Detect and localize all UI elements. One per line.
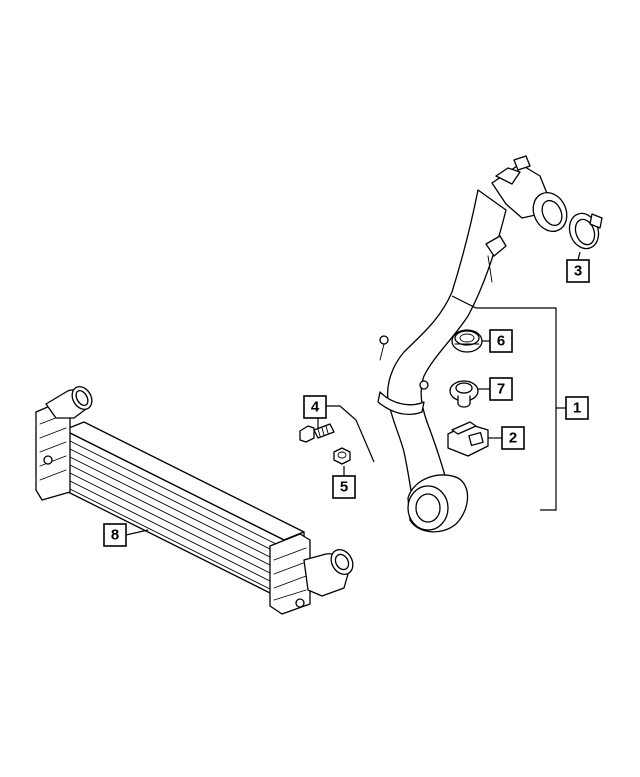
callout-6-label: 6: [497, 333, 505, 350]
sensor: [447, 421, 489, 457]
callout-2: 2: [501, 426, 525, 450]
leader-4: [326, 405, 375, 463]
leader-3: [577, 251, 581, 261]
hose-clamp: [568, 212, 603, 250]
leader-8: [125, 529, 149, 536]
bolt: [299, 423, 335, 443]
callout-3-label: 3: [574, 263, 582, 280]
callout-6: 6: [489, 329, 513, 353]
callout-8: 8: [103, 523, 127, 547]
leader-lines: [125, 251, 581, 536]
callout-1: 1: [565, 396, 589, 420]
callout-3: 3: [566, 259, 590, 283]
callout-4: 4: [303, 395, 327, 419]
charge-air-duct: [377, 155, 568, 533]
callout-1-label: 1: [573, 400, 581, 417]
callout-2-label: 2: [509, 430, 517, 447]
callout-4-label: 4: [311, 399, 320, 416]
callout-8-label: 8: [111, 527, 119, 544]
nut: [333, 447, 351, 465]
callout-7-label: 7: [497, 381, 505, 398]
callout-7: 7: [489, 377, 513, 401]
grommet: [449, 380, 479, 408]
callout-5: 5: [332, 475, 356, 499]
charge-air-cooler: [35, 386, 354, 615]
seal: [451, 329, 483, 353]
callout-5-label: 5: [340, 479, 348, 496]
leader-1: [451, 295, 557, 511]
